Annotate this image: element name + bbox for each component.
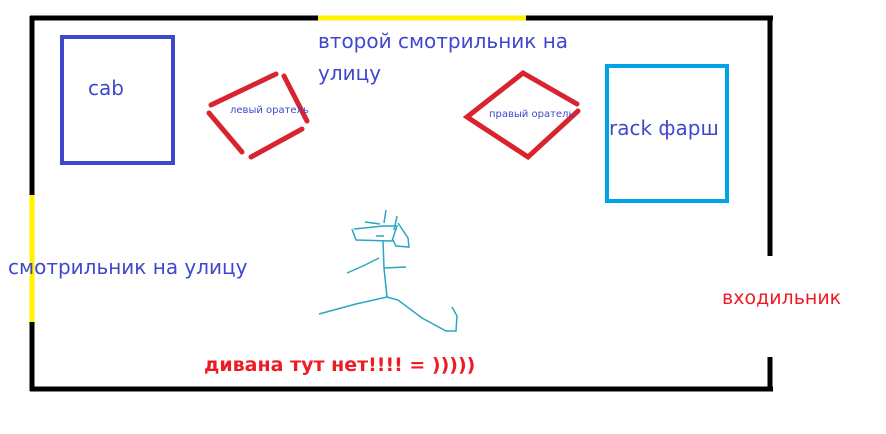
cab-box	[60, 35, 175, 165]
window-left-label: смотрильник на улицу	[8, 255, 248, 279]
walls	[29, 15, 773, 392]
rack-box	[605, 64, 729, 203]
entrance-label: входильник	[722, 287, 842, 309]
right-speaker-shape	[462, 69, 581, 161]
left-speaker-label: левый оратель	[230, 105, 309, 116]
left-speaker-shape	[206, 71, 310, 160]
right-speaker-label: правый оратель	[489, 109, 575, 120]
no-sofa-note: дивана тут нет!!!! = )))))	[204, 354, 476, 376]
window-top-label-line1: второй смотрильник на	[318, 29, 569, 53]
rack-label: rack фарш	[609, 116, 719, 140]
window-top-label-line2: улицу	[318, 61, 382, 85]
cab-label: cab	[88, 76, 124, 100]
person-figure	[318, 209, 458, 332]
